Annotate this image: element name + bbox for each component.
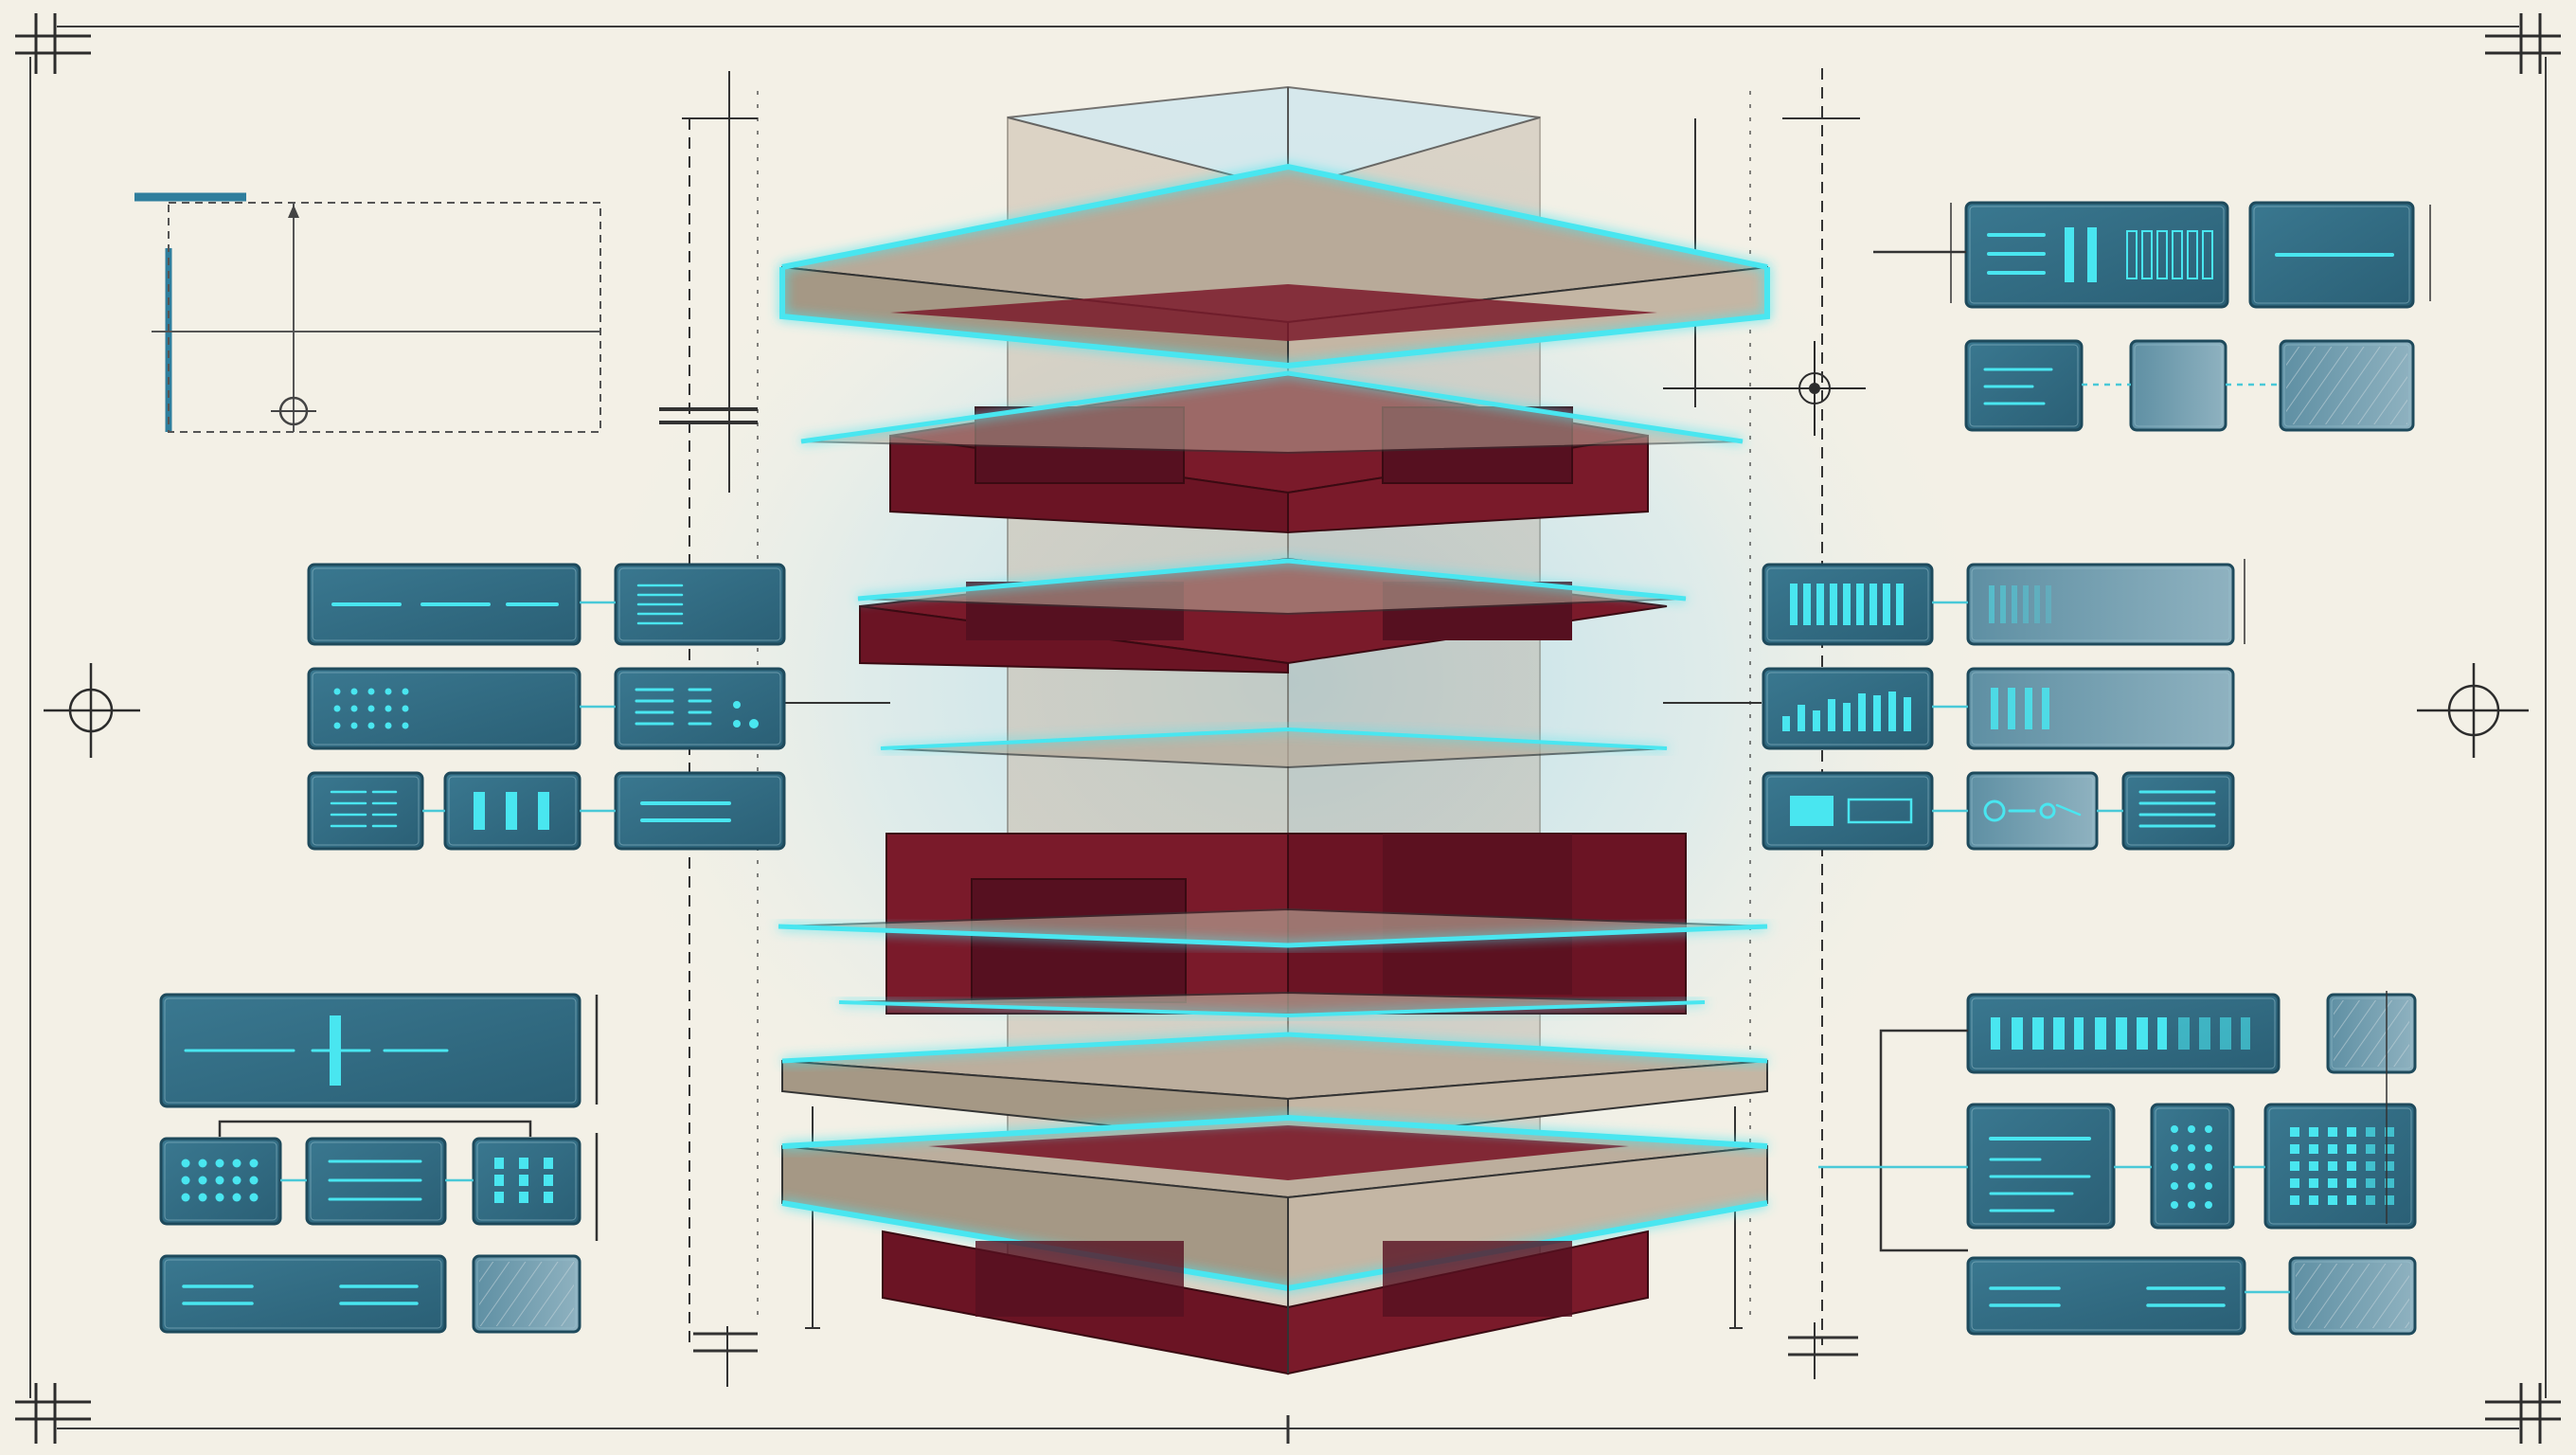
panel-module [2150, 1103, 2235, 1230]
panel-module [1966, 771, 2099, 851]
panel-module [614, 771, 786, 851]
panel-module [1964, 339, 2084, 432]
panel-module [443, 771, 581, 851]
panel-module [307, 667, 581, 750]
panel-module [1762, 771, 1934, 851]
panel-module [307, 563, 581, 646]
tower-slab [857, 558, 1687, 616]
panel-module [159, 993, 581, 1108]
connector-lines [218, 203, 2431, 1294]
registration-mark-icon [15, 1383, 91, 1444]
panel-module [1966, 993, 2281, 1074]
crosshair-icon [44, 663, 140, 758]
panel-module [1966, 667, 2235, 750]
panel-module [614, 563, 786, 646]
tower-slab [880, 727, 1668, 769]
registration-mark-icon [2485, 1383, 2561, 1444]
registration-mark-icon [15, 13, 91, 74]
panel-module [472, 1254, 581, 1334]
panel-module [305, 1137, 447, 1226]
tower-slab [778, 907, 1768, 948]
panel-module [2288, 1256, 2417, 1336]
panel-module [307, 771, 424, 851]
panel-module [1762, 667, 1934, 750]
top-left-frame-drawing [134, 192, 601, 433]
panel-module [2248, 201, 2415, 309]
panel-module [1964, 201, 2229, 309]
panel-module [2279, 339, 2415, 432]
layered-tower [778, 85, 1770, 1375]
panel-module [159, 1254, 447, 1334]
panel-module [159, 1137, 282, 1226]
panel-modules [159, 201, 2417, 1336]
tower-slab [781, 1032, 1768, 1146]
tower-cap-glass [1007, 85, 1541, 191]
panel-module [1966, 1103, 2116, 1230]
panel-module [2326, 993, 2417, 1074]
panel-module [1762, 563, 1934, 646]
tower-slab [779, 163, 1770, 369]
panel-module [472, 1137, 581, 1226]
panel-module [2129, 339, 2227, 432]
crosshair-icon [2417, 663, 2529, 758]
registration-mark-icon [2485, 13, 2561, 74]
tower-slab [800, 370, 1744, 455]
crosshair-icon [1663, 341, 1866, 436]
panel-module [1966, 1256, 2246, 1336]
panel-module [614, 667, 786, 750]
panel-module [1966, 563, 2235, 646]
panel-module [2263, 1103, 2417, 1230]
panel-module [2121, 771, 2235, 851]
tower-slab [838, 991, 1706, 1018]
tower-block [882, 1230, 1649, 1375]
